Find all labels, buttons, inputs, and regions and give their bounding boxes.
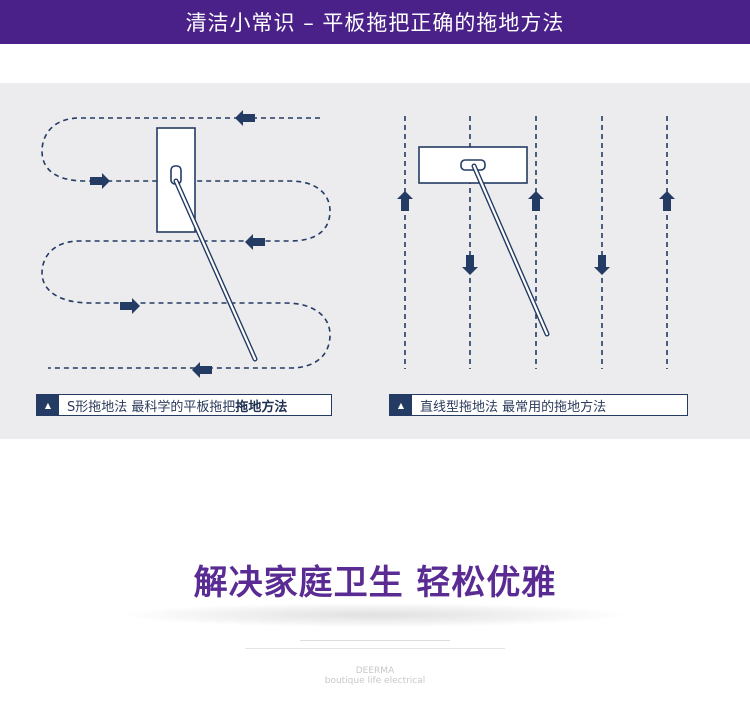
brand-name: DEERMA (355, 666, 395, 676)
page-header: 清洁小常识 – 平板拖把正确的拖地方法 (0, 0, 750, 44)
arrow-icon (528, 191, 544, 211)
divider-line (245, 648, 505, 649)
caption-text: 直线型拖地法 最常用的拖地方法 (420, 399, 607, 415)
arrow-icon (245, 234, 265, 250)
caption-emphasis: 拖地方法 (235, 399, 288, 415)
arrow-icon (235, 110, 255, 126)
arrow-icon (659, 191, 675, 211)
arrow-icon (90, 173, 110, 189)
s-path-line (41, 117, 331, 369)
arrow-icon (594, 255, 610, 275)
arrow-icon (397, 191, 413, 211)
header-title: 清洁小常识 – 平板拖把正确的拖地方法 (185, 11, 565, 35)
brand-block: DEERMA boutique life electrical (0, 666, 750, 686)
diagram-panel: ▲ S形拖地法 最科学的平板拖把拖地方法 ▲ 直线型拖地法 最常用的拖地方法 (0, 83, 750, 439)
mopping-diagrams (41, 110, 675, 378)
arrow-icon (120, 298, 140, 314)
arrow-icon (192, 362, 212, 378)
slogan-shadow (125, 603, 625, 627)
brand-subtitle: boutique life electrical (324, 676, 426, 686)
triangle-up-icon: ▲ (37, 395, 59, 415)
s-pattern-diagram (41, 110, 331, 378)
caption-text: S形拖地法 最科学的平板拖把 (67, 399, 236, 415)
s-method-caption: ▲ S形拖地法 最科学的平板拖把拖地方法 (36, 394, 332, 416)
slogan: 解决家庭卫生 轻松优雅 (193, 563, 557, 603)
straight-pattern-diagram (397, 116, 675, 369)
triangle-up-icon: ▲ (390, 395, 412, 415)
straight-method-caption: ▲ 直线型拖地法 最常用的拖地方法 (389, 394, 688, 416)
arrow-icon (462, 255, 478, 275)
divider-line (300, 640, 450, 641)
